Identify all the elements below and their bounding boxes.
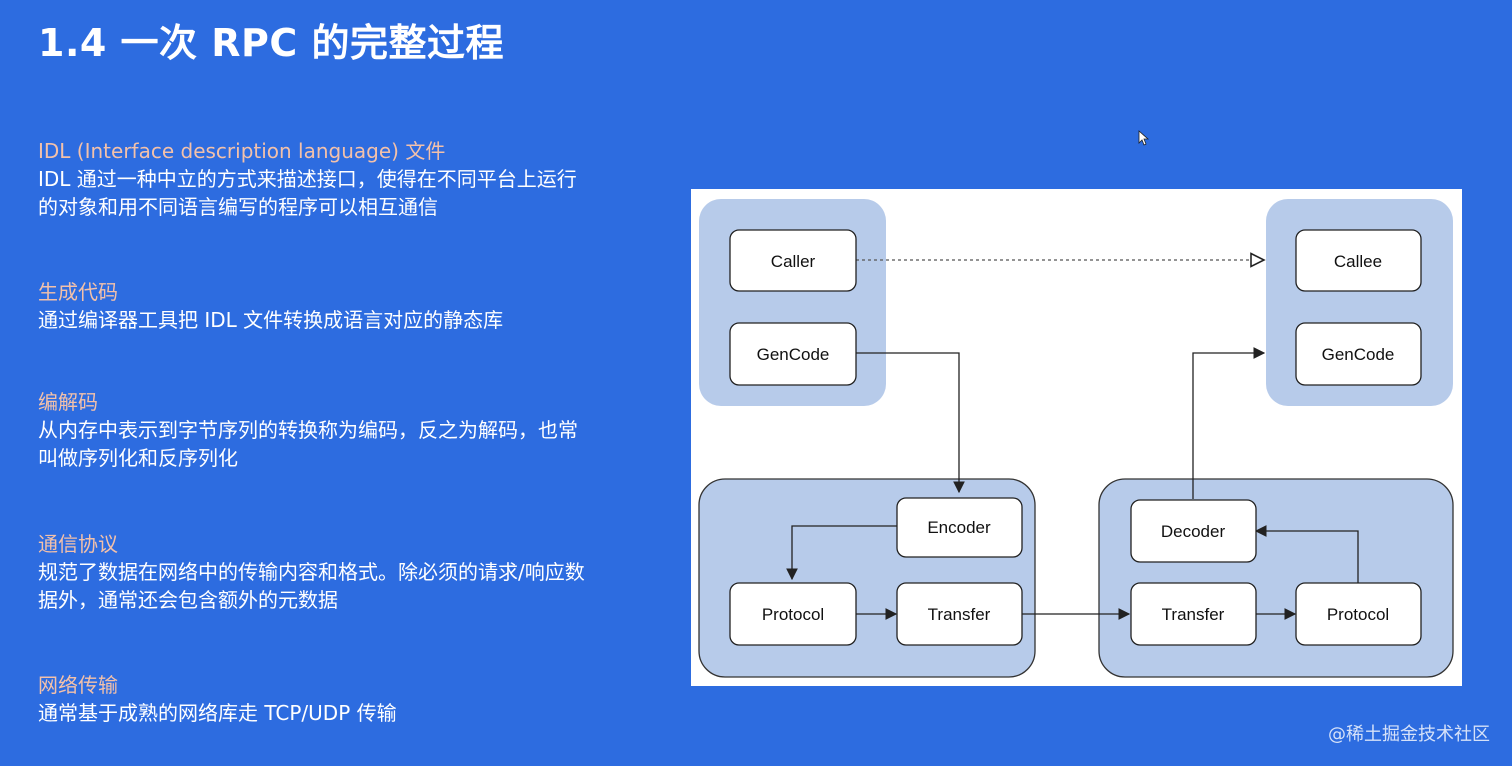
protocol-left-node: Protocol bbox=[729, 582, 857, 646]
caller-node: Caller bbox=[729, 229, 857, 292]
section-idl: IDL (Interface description language) 文件 … bbox=[38, 137, 678, 221]
section-line: IDL 通过一种中立的方式来描述接口，使得在不同平台上运行 bbox=[38, 167, 577, 191]
decoder-label: Decoder bbox=[1161, 522, 1226, 541]
transfer-left-label: Transfer bbox=[928, 605, 991, 624]
protocol-right-label: Protocol bbox=[1327, 605, 1389, 624]
edge-decoder-to-gencode bbox=[1192, 347, 1266, 499]
section-body: IDL 通过一种中立的方式来描述接口，使得在不同平台上运行 的对象和用不同语言编… bbox=[38, 165, 678, 221]
section-title: IDL (Interface description language) 文件 bbox=[38, 139, 446, 163]
edge-encoder-to-protocol bbox=[786, 525, 897, 581]
decoder-node: Decoder bbox=[1130, 499, 1257, 563]
edge-gencode-to-encoder bbox=[856, 352, 965, 494]
transfer-left-node: Transfer bbox=[896, 582, 1023, 646]
gencode-left-node: GenCode bbox=[729, 322, 857, 386]
section-title: 通信协议 bbox=[38, 532, 118, 556]
gencode-left-label: GenCode bbox=[757, 345, 830, 364]
section-line: 的对象和用不同语言编写的程序可以相互通信 bbox=[38, 195, 438, 219]
section-body: 通常基于成熟的网络库走 TCP/UDP 传输 bbox=[38, 699, 678, 727]
section-line: 通过编译器工具把 IDL 文件转换成语言对应的静态库 bbox=[38, 308, 504, 332]
callee-label: Callee bbox=[1334, 252, 1382, 271]
section-line: 通常基于成熟的网络库走 TCP/UDP 传输 bbox=[38, 701, 397, 725]
section-title: 生成代码 bbox=[38, 280, 118, 304]
section-title: 编解码 bbox=[38, 390, 98, 414]
gencode-right-label: GenCode bbox=[1322, 345, 1395, 364]
section-line: 据外，通常还会包含额外的元数据 bbox=[38, 588, 338, 612]
rpc-flow-diagram: Caller GenCode Callee GenCode Encoder Pr… bbox=[691, 189, 1462, 686]
protocol-left-label: Protocol bbox=[762, 605, 824, 624]
transfer-right-node: Transfer bbox=[1130, 582, 1257, 646]
edge-protocol-to-decoder bbox=[1254, 525, 1359, 583]
transfer-right-label: Transfer bbox=[1162, 605, 1225, 624]
mouse-cursor-icon bbox=[1138, 130, 1150, 146]
gencode-right-node: GenCode bbox=[1295, 322, 1422, 386]
section-protocol: 通信协议 规范了数据在网络中的传输内容和格式。除必须的请求/响应数 据外，通常还… bbox=[38, 530, 678, 614]
protocol-right-node: Protocol bbox=[1295, 582, 1422, 646]
section-line: 从内存中表示到字节序列的转换称为编码，反之为解码，也常 bbox=[38, 418, 578, 442]
slide-title: 1.4 一次 RPC 的完整过程 bbox=[38, 21, 505, 65]
diagram-canvas: Caller GenCode Callee GenCode Encoder Pr… bbox=[698, 199, 1454, 678]
section-title: 网络传输 bbox=[38, 673, 118, 697]
section-codegen: 生成代码 通过编译器工具把 IDL 文件转换成语言对应的静态库 bbox=[38, 278, 678, 334]
caller-label: Caller bbox=[771, 252, 816, 271]
callee-node: Callee bbox=[1295, 229, 1422, 292]
section-line: 叫做序列化和反序列化 bbox=[38, 446, 238, 470]
section-body: 规范了数据在网络中的传输内容和格式。除必须的请求/响应数 据外，通常还会包含额外… bbox=[38, 558, 678, 614]
section-codec: 编解码 从内存中表示到字节序列的转换称为编码，反之为解码，也常 叫做序列化和反序… bbox=[38, 388, 678, 472]
encoder-label: Encoder bbox=[927, 518, 991, 537]
section-body: 通过编译器工具把 IDL 文件转换成语言对应的静态库 bbox=[38, 306, 678, 334]
section-network: 网络传输 通常基于成熟的网络库走 TCP/UDP 传输 bbox=[38, 671, 678, 727]
section-line: 规范了数据在网络中的传输内容和格式。除必须的请求/响应数 bbox=[38, 560, 585, 584]
encoder-node: Encoder bbox=[896, 497, 1023, 558]
section-body: 从内存中表示到字节序列的转换称为编码，反之为解码，也常 叫做序列化和反序列化 bbox=[38, 416, 678, 472]
watermark: @稀土掘金技术社区 bbox=[1328, 724, 1490, 745]
